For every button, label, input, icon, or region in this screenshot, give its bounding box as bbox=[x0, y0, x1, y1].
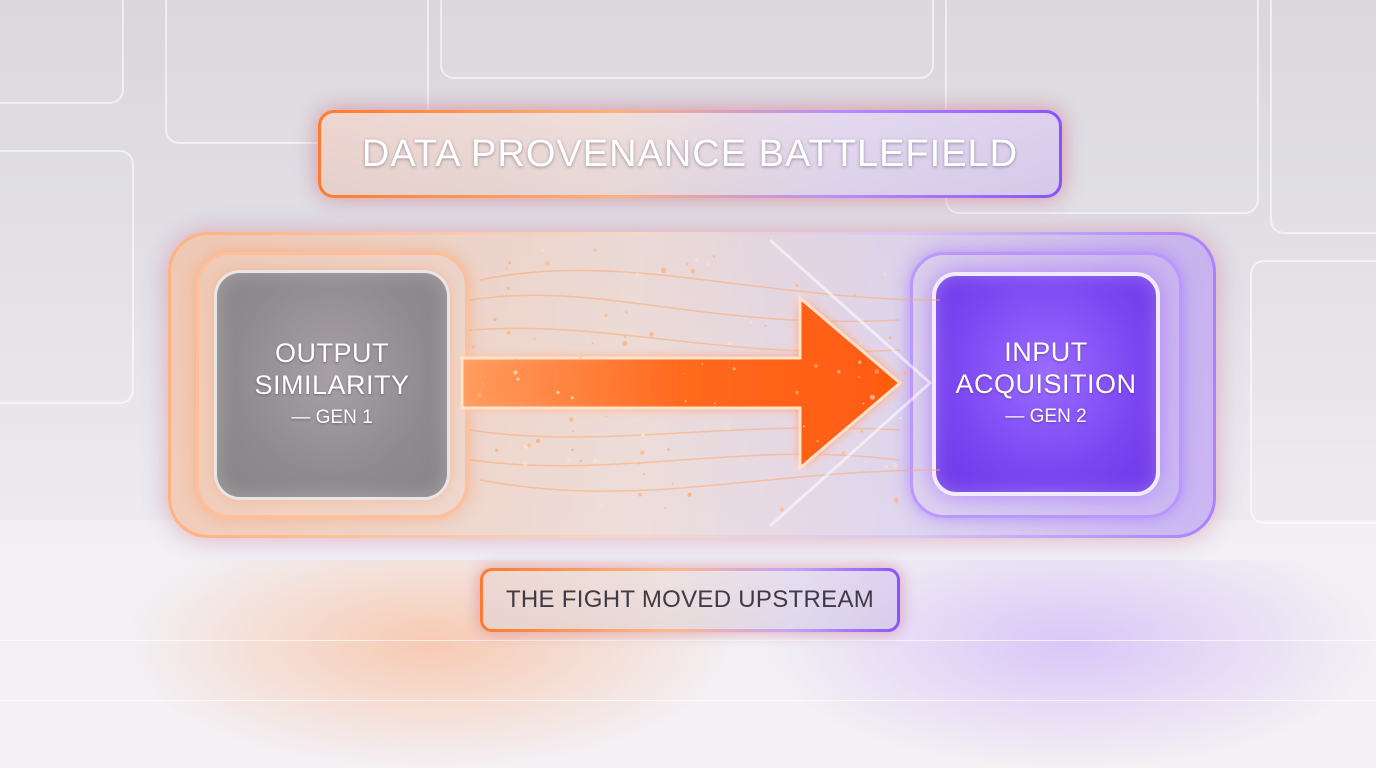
gen2-box: INPUT ACQUISITION — GEN 2 bbox=[932, 272, 1160, 496]
floor-line bbox=[0, 640, 1376, 641]
wall-panel bbox=[1250, 260, 1376, 524]
wall-panel bbox=[0, 0, 124, 104]
gen2-label-line1: INPUT bbox=[1004, 337, 1088, 367]
footer-caption: THE FIGHT MOVED UPSTREAM bbox=[505, 586, 875, 613]
floor-line bbox=[0, 700, 1376, 701]
gen2-sublabel: — GEN 2 bbox=[1005, 406, 1087, 427]
gen1-box: OUTPUT SIMILARITY — GEN 1 bbox=[214, 270, 450, 500]
wall-panel bbox=[440, 0, 934, 79]
gen1-label-line1: OUTPUT bbox=[275, 338, 389, 368]
wall-panel bbox=[0, 150, 134, 404]
gen2-label-line2: ACQUISITION bbox=[955, 369, 1137, 399]
floor bbox=[0, 520, 1376, 768]
gen1-sublabel: — GEN 1 bbox=[291, 407, 373, 428]
gen1-label-line2: SIMILARITY bbox=[254, 370, 410, 400]
wall-panel bbox=[1270, 0, 1376, 234]
footer-plate: THE FIGHT MOVED UPSTREAM bbox=[480, 568, 900, 632]
title-plate: DATA PROVENANCE BATTLEFIELD bbox=[318, 110, 1062, 198]
diagram-title: DATA PROVENANCE BATTLEFIELD bbox=[361, 132, 1019, 175]
